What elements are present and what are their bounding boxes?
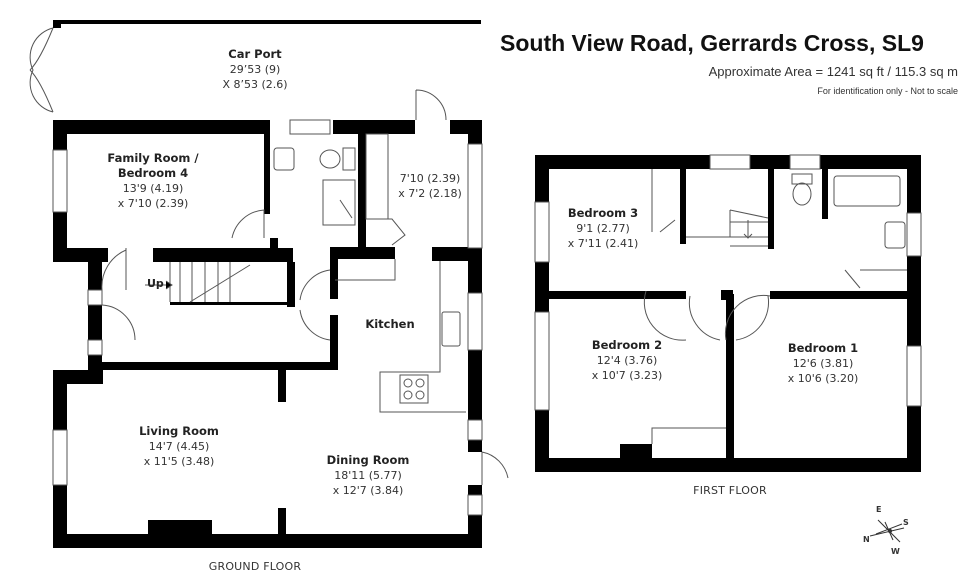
room-utility: 7'10 (2.39) x 7'2 (2.18) [398,172,462,200]
room-bedroom-3: Bedroom 3 9'1 (2.77) x 7'11 (2.41) [567,206,639,250]
first-floor-walls [535,155,921,472]
room-bedroom-1: Bedroom 1 12'6 (3.81) x 10'6 (3.20) [787,341,859,385]
ground-floor-label: GROUND FLOOR [208,560,302,573]
room-kitchen: Kitchen [365,317,415,331]
ground-floor-walls [53,20,482,548]
room-bedroom-2: Bedroom 2 12'4 (3.76) x 10'7 (3.23) [591,338,663,382]
approximate-area: Approximate Area = 1241 sq ft / 115.3 sq… [708,64,958,79]
property-title: South View Road, Gerrards Cross, SL9 [500,30,924,56]
room-family-room: Family Room / Bedroom 4 13'9 (4.19) x 7'… [107,151,199,210]
compass-rose [869,519,905,543]
compass-south: S [903,518,909,527]
ground-floor-lines [29,27,509,516]
first-floor-label: FIRST FLOOR [693,484,767,497]
compass-north: N [863,535,870,544]
compass-west: W [891,547,900,556]
room-dining-room: Dining Room 18'11 (5.77) x 12'7 (3.84) [326,453,410,497]
first-floor-lines [534,154,922,444]
room-living-room: Living Room 14'7 (4.45) x 11'5 (3.48) [139,424,219,468]
compass-east: E [876,505,882,514]
stairs-up-label: Up [147,277,164,290]
room-car-port: Car Port 29’53 (9) X 8’53 (2.6) [222,47,288,91]
disclaimer: For identification only - Not to scale [817,86,958,96]
